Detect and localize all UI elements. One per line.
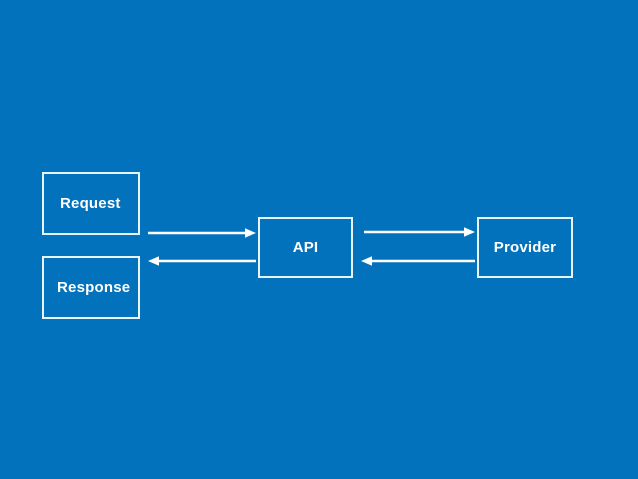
arrow-request-to-api-icon xyxy=(148,226,256,240)
node-response-label: Response xyxy=(57,279,131,296)
arrow-provider-to-api-icon xyxy=(361,254,475,268)
node-api: API xyxy=(258,217,353,278)
node-response: Response xyxy=(42,256,140,319)
node-request-label: Request xyxy=(60,195,121,212)
arrow-api-to-provider-icon xyxy=(364,225,475,239)
arrow-api-to-response-icon xyxy=(148,254,256,268)
node-provider: Provider xyxy=(477,217,573,278)
node-api-label: API xyxy=(292,239,319,256)
node-provider-label: Provider xyxy=(493,239,557,256)
node-request: Request xyxy=(42,172,140,235)
